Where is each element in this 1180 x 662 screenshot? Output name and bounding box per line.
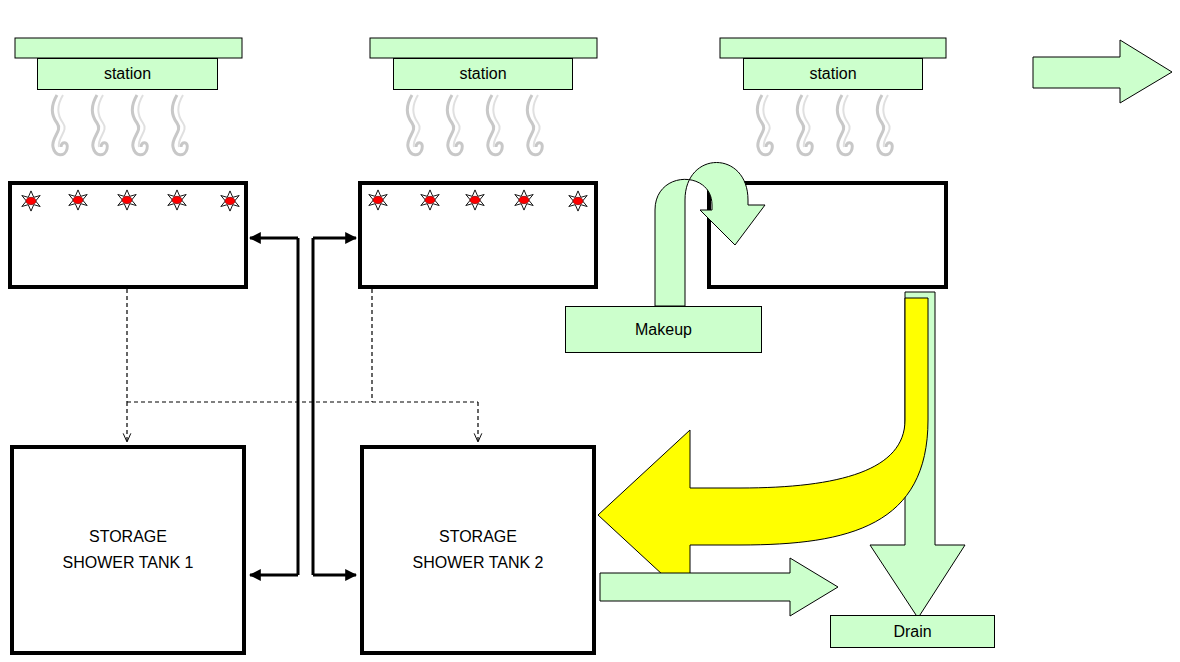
flow-arrow: [1033, 40, 1172, 103]
rinse-tank: [10, 183, 596, 287]
node-label: STORAGE SHOWER TANK 2: [408, 524, 548, 575]
node-label: station: [459, 61, 506, 87]
node-label: station: [809, 61, 856, 87]
station-box: station: [393, 58, 573, 90]
station-box: station: [743, 58, 923, 90]
storage-tank: STORAGE SHOWER TANK 2: [360, 445, 596, 655]
node-label: station: [104, 61, 151, 87]
spray-nozzle: [22, 190, 587, 211]
makeup-arrow: [655, 163, 765, 307]
station-box: station: [37, 58, 218, 90]
station-bar: [15, 38, 946, 58]
pump-line: [250, 238, 356, 575]
storage-tank: STORAGE SHOWER TANK 1: [10, 445, 246, 655]
node-label: Makeup: [635, 317, 692, 343]
drain-box: Drain: [830, 615, 995, 648]
node-label: STORAGE SHOWER TANK 1: [58, 524, 198, 575]
makeup-box: Makeup: [565, 306, 762, 353]
overflow-line: [127, 289, 478, 442]
flow-arrow: [600, 558, 838, 616]
node-label: Drain: [893, 619, 931, 645]
shower-spray: [53, 95, 893, 155]
